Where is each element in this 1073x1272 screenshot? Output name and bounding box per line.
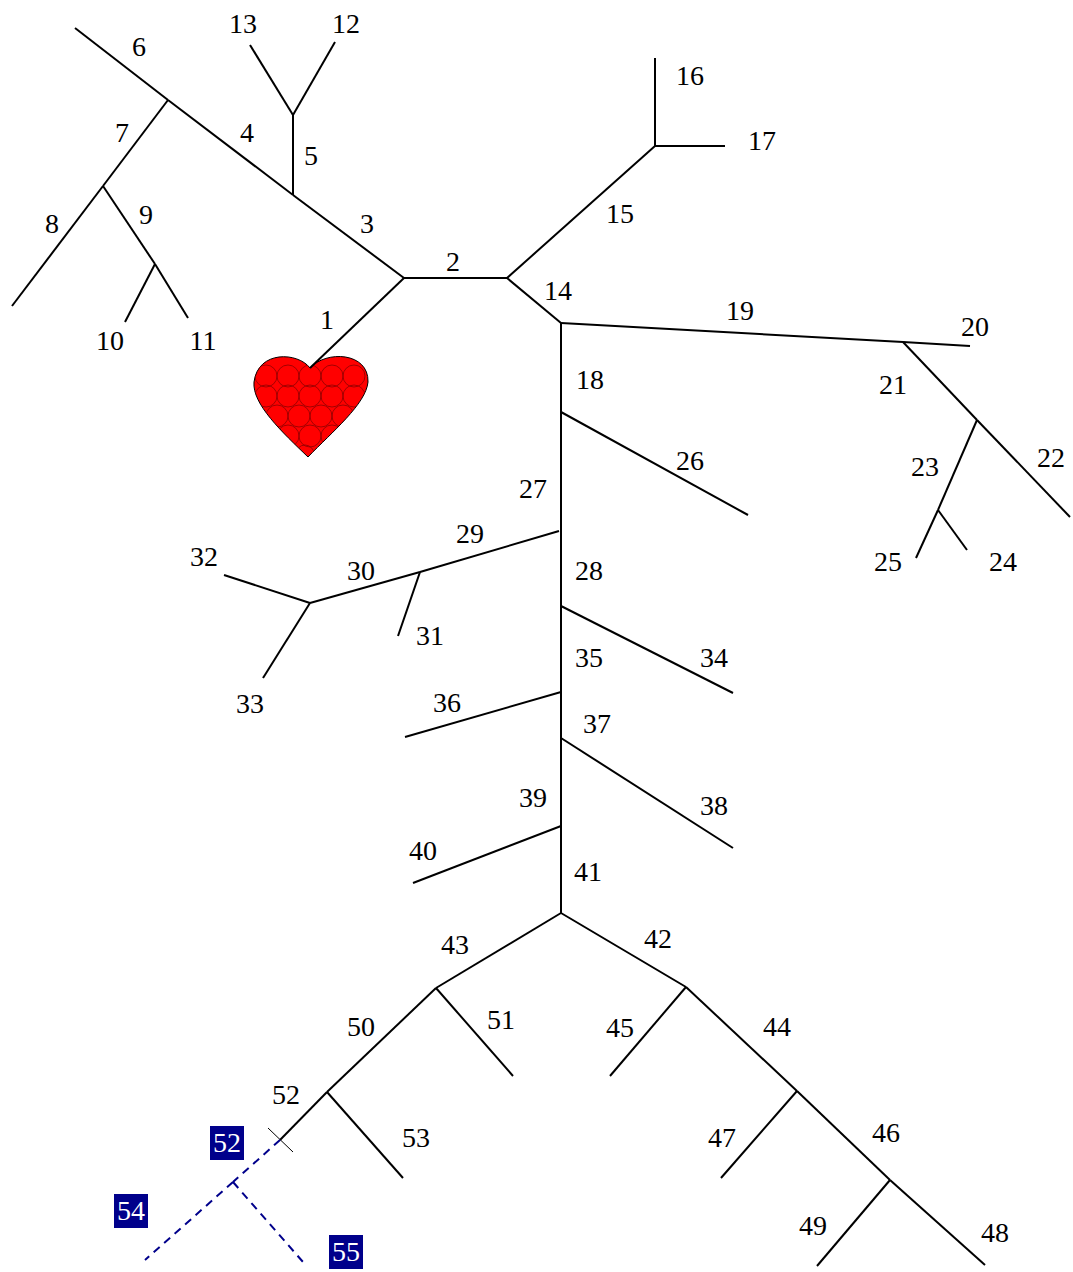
callout-number: 25	[874, 548, 902, 576]
cut-mark	[268, 1128, 293, 1152]
callout-number: 29	[456, 520, 484, 548]
callout-number: 30	[347, 557, 375, 585]
callout-number: 16	[676, 62, 704, 90]
callout-number: 21	[879, 371, 907, 399]
callout-number: 2	[446, 248, 460, 276]
callout-number: 24	[989, 548, 1017, 576]
callout-number: 3	[360, 210, 374, 238]
callout-number: 51	[487, 1006, 515, 1034]
callout-number: 12	[332, 10, 360, 38]
callout-number: 32	[190, 543, 218, 571]
callout-number: 44	[763, 1013, 791, 1041]
callout-number: 33	[236, 690, 264, 718]
segment-tag: 55	[329, 1235, 363, 1269]
callout-number: 42	[644, 925, 672, 953]
heart-illustration	[254, 356, 368, 463]
callout-number: 4	[240, 119, 254, 147]
callout-number: 31	[416, 622, 444, 650]
callout-number: 39	[519, 784, 547, 812]
segment-tag: 52	[210, 1126, 244, 1160]
callout-number: 43	[441, 931, 469, 959]
callout-number: 15	[606, 200, 634, 228]
callout-number: 41	[574, 858, 602, 886]
callout-number: 27	[519, 475, 547, 503]
callout-number: 18	[576, 366, 604, 394]
tag-text: 55	[332, 1238, 360, 1266]
segment-tag: 54	[114, 1194, 148, 1228]
callout-number: 40	[409, 837, 437, 865]
callout-number: 28	[575, 557, 603, 585]
callout-number: 34	[700, 644, 728, 672]
callout-number: 8	[45, 210, 59, 238]
callout-number: 10	[96, 327, 124, 355]
callout-number: 14	[544, 277, 572, 305]
callout-number: 9	[139, 201, 153, 229]
callout-number: 46	[872, 1119, 900, 1147]
callout-number: 19	[726, 297, 754, 325]
callout-number: 49	[799, 1212, 827, 1240]
callout-number: 45	[606, 1014, 634, 1042]
callout-number: 13	[229, 10, 257, 38]
callout-number: 52	[272, 1081, 300, 1109]
callout-number: 48	[981, 1219, 1009, 1247]
callout-number: 1	[320, 306, 334, 334]
callout-number: 5	[304, 142, 318, 170]
callout-number: 37	[583, 710, 611, 738]
callout-number: 23	[911, 453, 939, 481]
tag-text: 54	[117, 1197, 145, 1225]
tag-text: 52	[213, 1129, 241, 1157]
callout-number: 35	[575, 644, 603, 672]
callout-number: 22	[1037, 444, 1065, 472]
vessel-segments	[12, 28, 1070, 1266]
callout-number: 47	[708, 1124, 736, 1152]
callout-number: 17	[748, 127, 776, 155]
callout-number: 38	[700, 792, 728, 820]
callout-number: 50	[347, 1013, 375, 1041]
callout-number: 20	[961, 313, 989, 341]
callout-number: 36	[433, 689, 461, 717]
callout-number: 6	[132, 33, 146, 61]
callout-number: 26	[676, 447, 704, 475]
callout-number: 11	[190, 327, 217, 355]
callout-number: 53	[402, 1124, 430, 1152]
callout-number: 7	[115, 119, 129, 147]
